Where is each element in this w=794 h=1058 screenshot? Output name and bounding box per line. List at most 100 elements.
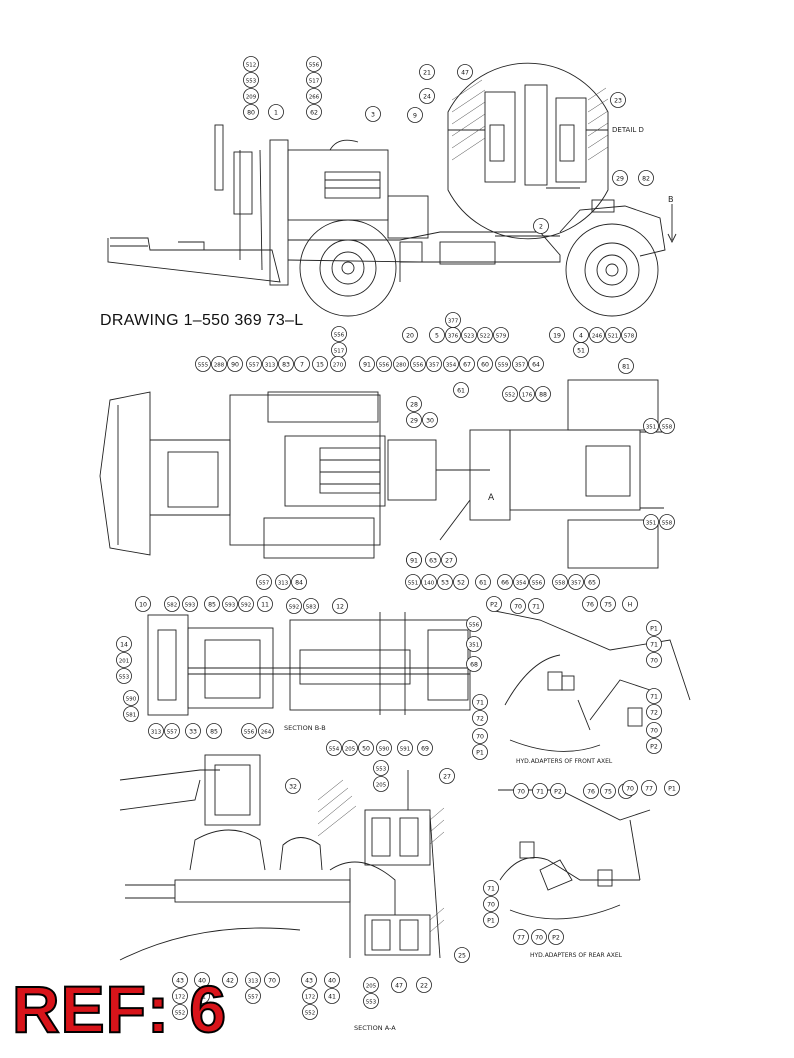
callout-bubble [646,704,662,720]
callout-number: P2 [554,788,562,795]
callout-bubble [164,723,180,739]
callout-number: 209 [246,94,257,100]
callout-number: 33 [189,728,197,735]
callout-bubble [429,327,445,343]
callout-bubble [182,596,198,612]
callout-bubble [222,972,238,988]
callout-number: 558 [662,520,673,526]
callout-bubble [238,596,254,612]
callout-bubble [410,356,426,372]
callout-number: 557 [167,729,177,735]
callout-bubble [222,596,238,612]
callout-bubble [495,356,511,372]
callout-number: 551 [408,580,418,586]
callout-number: 557 [249,362,259,368]
callout-bubble [453,382,469,398]
callout-bubble [419,64,435,80]
rear-hyd-caption: HYD.ADAPTERS OF REAR AXEL [530,952,623,959]
callout-bubble [342,740,358,756]
callout-bubble [243,104,259,120]
callout-number: 590 [379,746,390,752]
callout-bubble [426,356,442,372]
callout-number: 60 [481,361,489,368]
callout-bubble [324,972,340,988]
callout-bubble [406,396,422,412]
callout-bubble [330,356,346,372]
callout-bubble [331,326,347,342]
callout-bubble [376,356,392,372]
callout-number: 592 [241,602,251,608]
callout-bubble [406,552,422,568]
callout-number: 590 [126,696,137,702]
callout-bubble [211,356,227,372]
callout-bubble [365,106,381,122]
callout-bubble [466,616,482,632]
callout-number: 70 [514,603,522,610]
callout-bubble [285,778,301,794]
callout-bubble [185,723,201,739]
callout-bubble [312,356,328,372]
callout-number: 9 [413,112,417,119]
callout-number: 43 [176,977,184,984]
callout-bubble [278,356,294,372]
callout-bubble [437,574,453,590]
callout-bubble [243,56,259,72]
callout-number: 579 [496,333,507,339]
callout-number: 69 [421,745,429,752]
callout-number: 43 [305,977,313,984]
callout-number: 41 [198,993,206,1000]
callout-number: 77 [645,785,653,792]
callout-bubble [303,598,319,614]
callout-bubble [622,780,638,796]
callout-bubble [268,104,284,120]
callout-bubble [172,972,188,988]
callout-number: 52 [457,579,465,586]
callout-bubble [206,723,222,739]
callout-bubble [294,356,310,372]
callout-bubble [664,780,680,796]
callout-bubble [646,620,662,636]
callout-number: 313 [151,729,161,735]
callout-number: 75 [604,788,612,795]
callout-bubble [419,88,435,104]
callout-bubble [646,652,662,668]
callout-bubble [407,107,423,123]
callout-bubble [532,783,548,799]
callout-bubble [552,574,568,590]
callout-number: 70 [517,788,525,795]
callout-number: 523 [464,333,474,339]
callout-number: P2 [552,934,560,941]
callout-number: 266 [309,94,320,100]
callout-bubble [246,356,262,372]
callout-bubble [373,760,389,776]
callout-bubble [454,947,470,963]
callout-number: 85 [210,728,218,735]
callout-number: 172 [175,994,185,1000]
callout-number: 264 [261,729,272,735]
callout-number: 582 [167,602,177,608]
callout-bubble [512,356,528,372]
section-aa-label: SECTION A-A [354,1024,396,1032]
callout-number: 558 [555,580,566,586]
callout-number: 557 [259,580,269,586]
callout-number: 553 [366,999,376,1005]
callout-bubble [461,327,477,343]
callout-bubble [472,694,488,710]
callout-bubble [363,993,379,1009]
callout-number: 357 [429,362,439,368]
callout-bubble [584,574,600,590]
callout-number: 90 [231,361,239,368]
plan-section-letter: A [488,493,495,503]
callout-bubble [641,780,657,796]
callout-number: 81 [622,363,630,370]
callout-number: 357 [515,362,525,368]
callout-bubble [135,596,151,612]
callout-number: 20 [406,332,414,339]
callout-bubble [416,977,432,993]
callout-bubble [519,386,535,402]
callout-number: 83 [282,361,290,368]
callout-number: 558 [662,424,673,430]
callout-bubble [659,418,675,434]
callout-number: 40 [328,977,336,984]
